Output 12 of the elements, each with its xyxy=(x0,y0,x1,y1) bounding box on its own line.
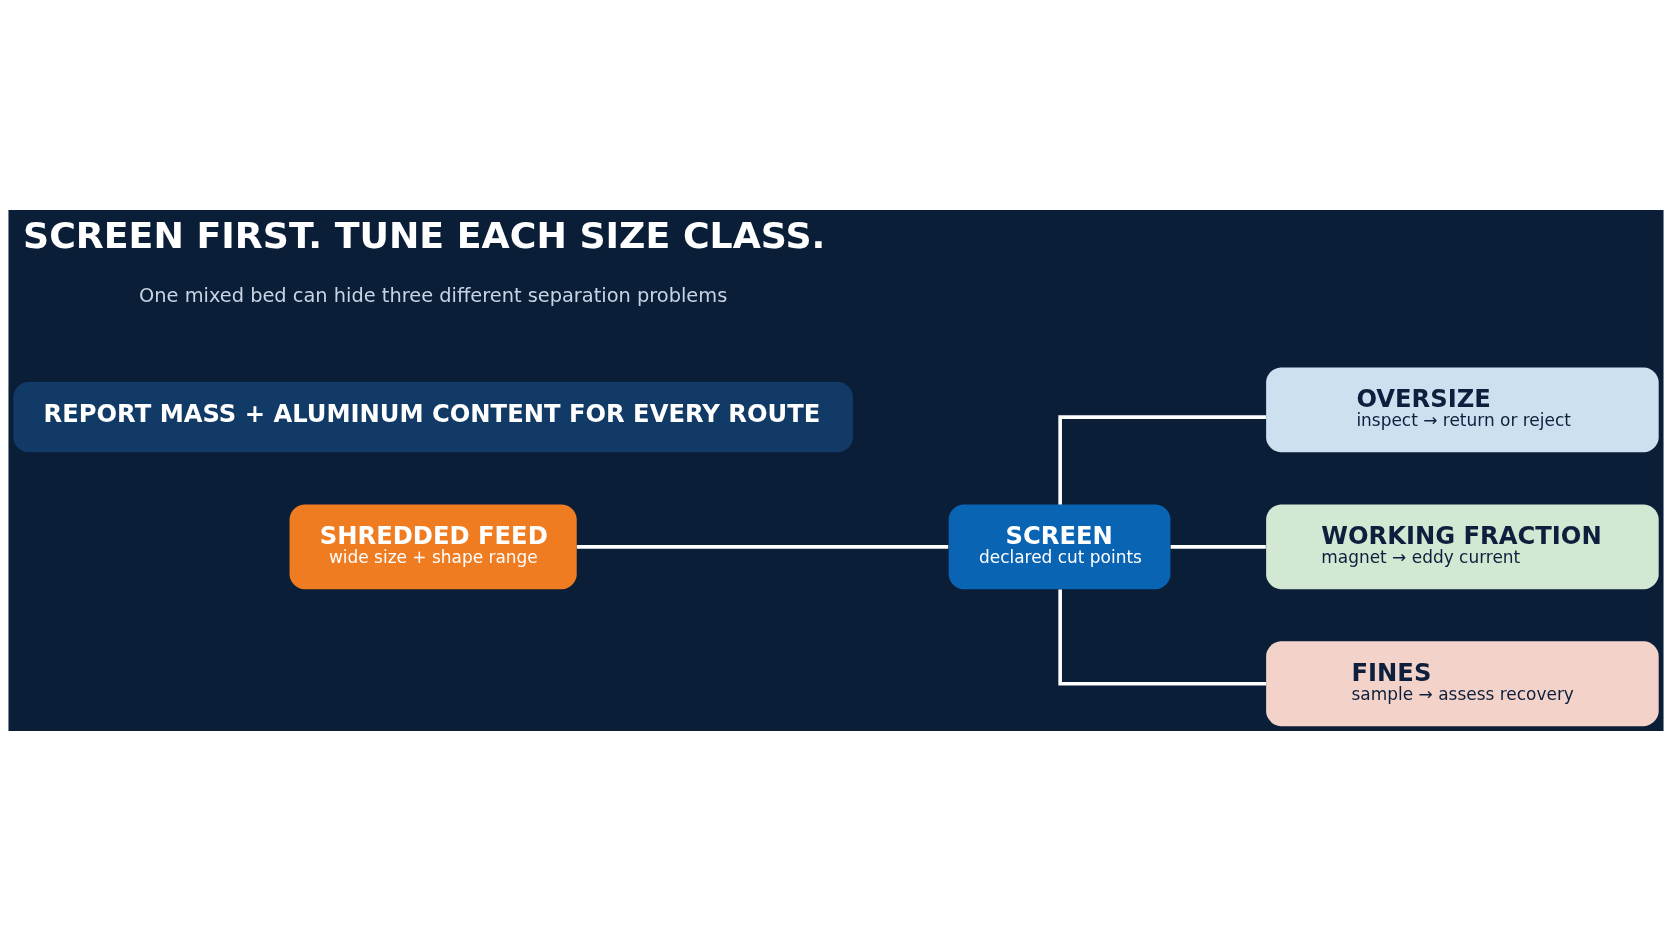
node-box: SHREDDED FEED wide size + shape range xyxy=(289,504,577,590)
node-box: FINES sample → assess recovery xyxy=(1266,641,1659,727)
node-box: OVERSIZE inspect → return or reject xyxy=(1266,367,1659,453)
connector xyxy=(576,545,949,549)
diagram-title: SCREEN FIRST. TUNE EACH SIZE CLASS. xyxy=(23,213,826,257)
label: One mixed bed can hide three different separation problems xyxy=(139,283,728,307)
node-box: WORKING FRACTION magnet → eddy current xyxy=(1266,504,1659,590)
node-box: REPORT MASS + ALUMINUM CONTENT FOR EVERY ROUTE xyxy=(13,382,853,453)
connector xyxy=(1058,589,1266,686)
connector xyxy=(1170,545,1266,549)
node-box: SCREEN declared cut points xyxy=(948,504,1171,590)
connector xyxy=(1058,415,1266,505)
